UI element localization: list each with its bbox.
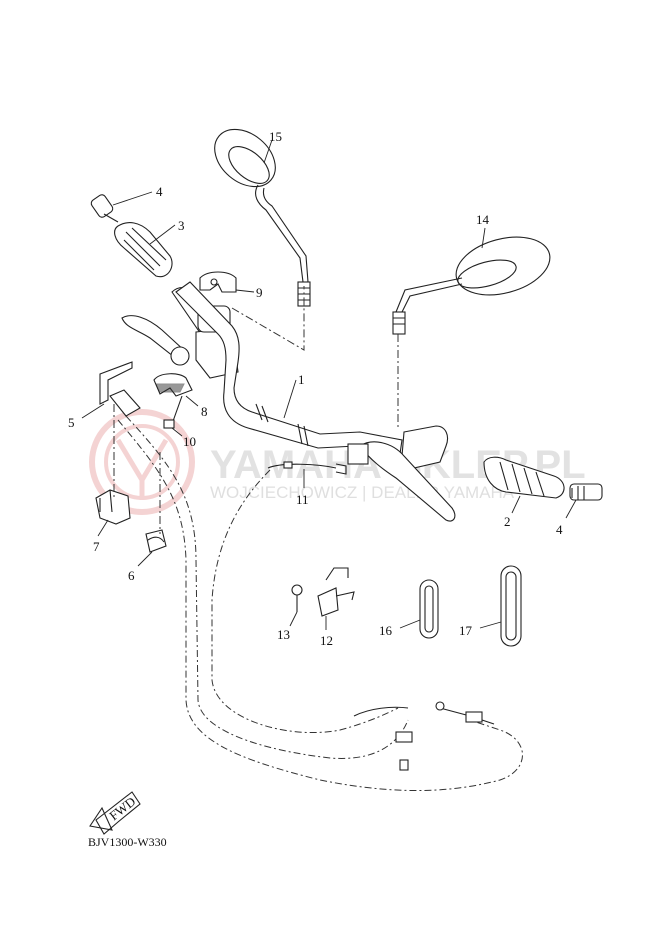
diagram-code: BJV1300-W330 bbox=[88, 835, 167, 849]
part-mirror-right bbox=[392, 227, 551, 335]
callout-8: 8 bbox=[201, 404, 208, 419]
part-throttle-housing bbox=[81, 361, 141, 419]
part-right-switch bbox=[347, 425, 456, 522]
part-bracket bbox=[317, 567, 355, 630]
part-clamp-upper bbox=[199, 271, 255, 293]
callout-3: 3 bbox=[178, 218, 185, 233]
part-strap-16 bbox=[399, 579, 439, 639]
part-cable-guide-7 bbox=[95, 489, 131, 537]
callout-12: 12 bbox=[320, 633, 333, 648]
part-cable-guide-6 bbox=[137, 529, 167, 567]
callout-11: 11 bbox=[296, 492, 309, 507]
callout-5: 5 bbox=[68, 415, 75, 430]
part-handlebar bbox=[175, 281, 403, 455]
callout-9: 9 bbox=[256, 285, 263, 300]
callout-10: 10 bbox=[183, 434, 196, 449]
part-bolt-clamp bbox=[163, 395, 183, 437]
callout-2: 2 bbox=[504, 514, 511, 529]
part-bolt-bracket bbox=[289, 584, 303, 627]
callout-labels: 1 2 3 4 4 5 6 7 8 9 10 11 12 13 14 15 16… bbox=[68, 129, 563, 648]
part-cable-clip bbox=[267, 461, 347, 488]
fwd-arrow-icon: FWD bbox=[89, 791, 141, 835]
callout-7: 7 bbox=[93, 539, 100, 554]
callout-15: 15 bbox=[269, 129, 282, 144]
part-grip-right bbox=[483, 456, 565, 514]
callout-1: 1 bbox=[298, 372, 305, 387]
part-strap-17 bbox=[479, 565, 522, 647]
callout-17: 17 bbox=[459, 623, 473, 638]
part-cable-ends bbox=[353, 701, 495, 771]
part-bar-end-left bbox=[90, 191, 153, 223]
watermark-logo-icon bbox=[89, 409, 195, 515]
callout-13: 13 bbox=[277, 627, 290, 642]
callout-4-right: 4 bbox=[556, 522, 563, 537]
part-clamp-lower bbox=[153, 373, 199, 407]
part-grip-left bbox=[114, 222, 176, 278]
callout-6: 6 bbox=[128, 568, 135, 583]
routing-lines bbox=[113, 286, 523, 791]
part-mirror-left bbox=[214, 128, 311, 307]
part-bar-end-right bbox=[565, 483, 603, 519]
callout-16: 16 bbox=[379, 623, 393, 638]
callout-4-left: 4 bbox=[156, 184, 163, 199]
callout-14: 14 bbox=[476, 212, 490, 227]
